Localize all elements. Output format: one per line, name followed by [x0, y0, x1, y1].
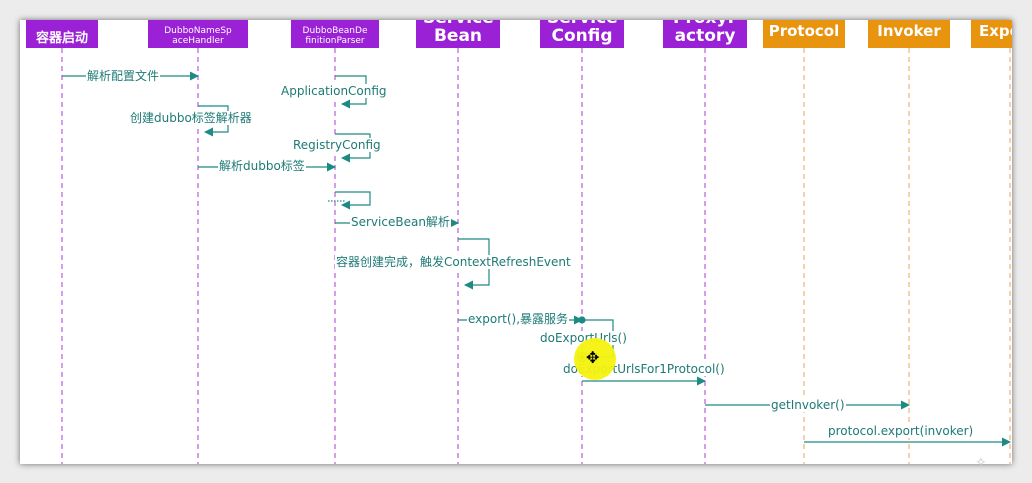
participant-label: Service Bean — [423, 20, 494, 47]
participant-service-bean: Service Bean — [416, 20, 500, 48]
participant-label: ProxyF actory — [673, 20, 739, 47]
cursor-highlight — [574, 338, 616, 380]
participant-dubbo-bean-definition-parser: DubboBeanDe finitionParser — [291, 20, 379, 48]
message-label-get-invoker: getInvoker() — [770, 398, 846, 412]
sequence-diagram — [61, 48, 1011, 464]
participant-exporter: Expo — [971, 20, 1012, 48]
message-label-parse-config: 解析配置文件 — [86, 69, 161, 83]
message-label-export: export(),暴露服务 — [467, 312, 570, 326]
participant-proxy-factory: ProxyF actory — [663, 20, 747, 48]
participant-label: 容器启动 — [35, 31, 88, 47]
message-label-create-parser: 创建dubbo标签解析器 — [129, 111, 253, 125]
participant-protocol: Protocol — [763, 20, 845, 48]
participant-label: Service Config — [547, 20, 618, 47]
move-cursor-icon: ✥ — [586, 348, 600, 367]
arrow-self-call — [335, 191, 371, 210]
watermark-icon: ✧ — [975, 455, 987, 471]
message-label-context-refresh: 容器创建完成，触发ContextRefreshEvent — [335, 255, 572, 269]
participant-label: Protocol — [768, 22, 840, 40]
participant-dubbo-namespace-handler: DubboNameSp aceHandler — [148, 20, 248, 48]
message-label-registry-config: RegistryConfig — [292, 138, 382, 152]
participant-label: Expo — [979, 22, 1012, 40]
participant-invoker: Invoker — [868, 20, 950, 48]
diagram-canvas: 容器启动 DubboNameSp aceHandler DubboBeanDe … — [20, 20, 1012, 464]
participant-container-startup: 容器启动 — [26, 20, 98, 48]
message-label-service-bean-parse: ServiceBean解析 — [350, 215, 451, 229]
participant-service-config: Service Config — [540, 20, 624, 48]
message-label-protocol-export: protocol.export(invoker) — [827, 424, 975, 438]
participant-label: Invoker — [877, 22, 941, 40]
participant-label: DubboBeanDe finitionParser — [302, 26, 368, 46]
participant-label: DubboNameSp aceHandler — [164, 26, 232, 46]
message-label-application-config: ApplicationConfig — [280, 84, 388, 98]
message-label-parse-dubbo-tag: 解析dubbo标签 — [218, 159, 306, 173]
